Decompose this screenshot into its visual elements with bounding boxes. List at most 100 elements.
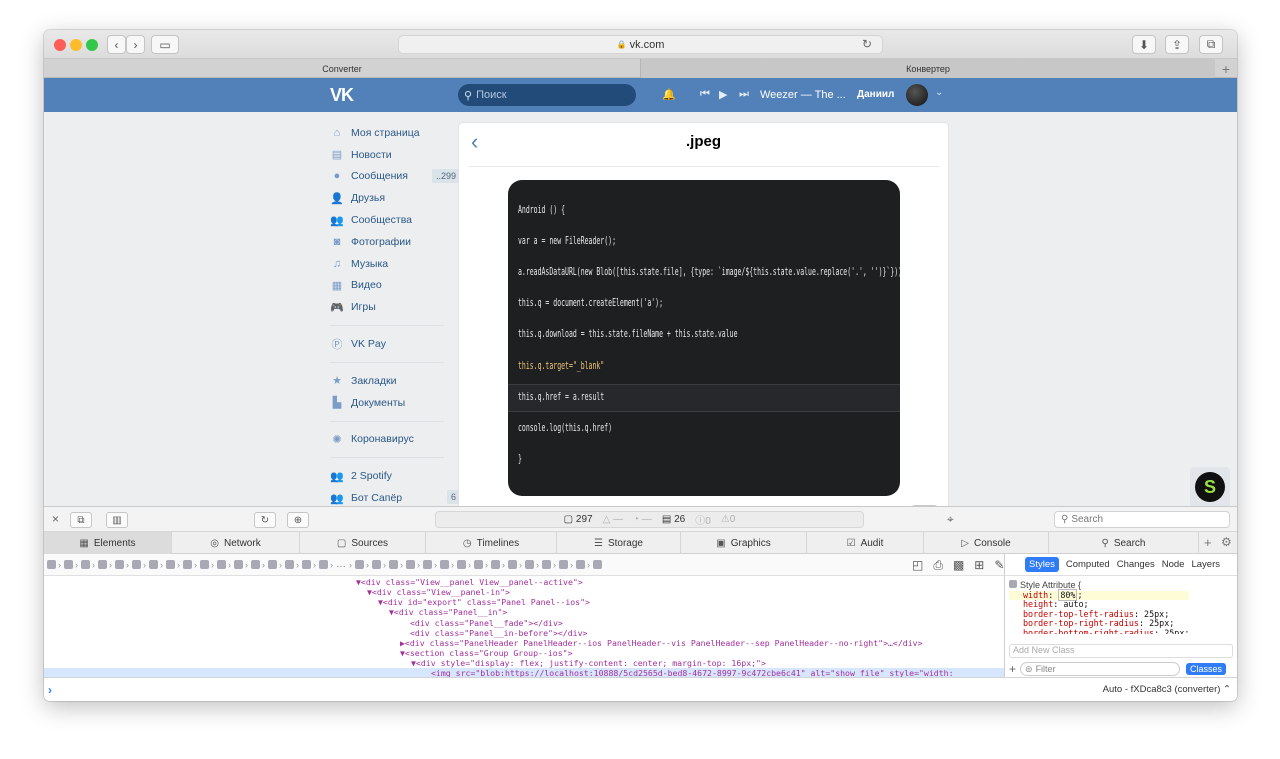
nav-item-my-page[interactable]: ⌂Моя страница <box>330 122 450 144</box>
appearance-icon[interactable]: ▩ <box>952 558 965 572</box>
tab-konverter[interactable]: Конвертер <box>640 59 1215 78</box>
grid-icon[interactable]: ⊞ <box>974 558 985 572</box>
reload-icon[interactable]: ↻ <box>861 37 872 51</box>
tab-converter[interactable]: Converter <box>44 59 640 78</box>
breadcrumb-ellipsis[interactable]: … <box>336 559 346 570</box>
breadcrumb-element[interactable] <box>576 560 585 569</box>
tab-storage[interactable]: ☰Storage <box>557 532 681 554</box>
play-icon[interactable]: ▶ <box>719 89 728 101</box>
dom-node[interactable]: ▼<div class="Panel__in"> <box>389 607 508 617</box>
app-widget[interactable]: S 8 👤 <box>1190 467 1230 506</box>
breadcrumb-element[interactable] <box>355 560 364 569</box>
nav-item-photos[interactable]: ◙Фотографии <box>330 231 450 253</box>
settings-button[interactable]: ⚙ <box>909 505 940 506</box>
new-tab-button[interactable]: + <box>1221 60 1231 77</box>
nav-item-documents[interactable]: ▙Документы <box>330 392 450 414</box>
breadcrumb-element[interactable] <box>183 560 192 569</box>
nav-item-bookmarks[interactable]: ★Закладки <box>330 370 450 392</box>
gear-icon[interactable]: ⚙ <box>1221 535 1232 549</box>
breadcrumb-element[interactable] <box>491 560 500 569</box>
breadcrumb-element[interactable] <box>389 560 398 569</box>
dom-node-selected[interactable]: <img src="blob:https://localhost:10888/5… <box>44 668 1004 677</box>
close-window-button[interactable] <box>54 39 66 51</box>
avatar[interactable] <box>906 84 928 106</box>
minimize-window-button[interactable] <box>70 39 82 51</box>
tab-computed[interactable]: Computed <box>1065 559 1110 570</box>
dock-side-button[interactable]: ▥ <box>106 512 128 528</box>
tab-node[interactable]: Node <box>1161 559 1185 570</box>
breadcrumb-element[interactable] <box>319 560 328 569</box>
breadcrumb-element[interactable] <box>268 560 277 569</box>
breadcrumb-element[interactable] <box>234 560 243 569</box>
close-icon[interactable]: × <box>52 512 60 526</box>
breadcrumb-element[interactable] <box>64 560 73 569</box>
user-name[interactable]: Даниил <box>857 89 895 100</box>
console-input-bar[interactable]: › Auto - fXDca8c3 (converter) ⌃ <box>44 677 1237 701</box>
sidebar-toggle-button[interactable]: ▭ <box>151 35 179 54</box>
previous-track-icon[interactable]: ⏮ <box>700 88 710 100</box>
devtools-search-input[interactable]: ⚲ Search <box>1054 511 1230 528</box>
breadcrumb-element[interactable] <box>457 560 466 569</box>
downloads-button[interactable]: ⬇ <box>1132 35 1156 54</box>
tabs-overview-button[interactable]: ⧉ <box>1199 35 1223 54</box>
breadcrumb-element[interactable] <box>525 560 534 569</box>
tab-graphics[interactable]: ▣Graphics <box>681 532 807 554</box>
style-prop[interactable]: height: auto; <box>1023 599 1089 609</box>
breadcrumb-element[interactable] <box>251 560 260 569</box>
style-prop[interactable]: border-top-right-radius: 25px; <box>1023 618 1175 628</box>
tab-sources[interactable]: ▢Sources <box>300 532 426 554</box>
tab-timelines[interactable]: ◷Timelines <box>426 532 557 554</box>
tab-search[interactable]: ⚲Search <box>1049 532 1199 554</box>
now-playing-title[interactable]: Weezer — The ... <box>760 89 846 101</box>
dom-node[interactable]: ▼<div style="display: flex; justify-cont… <box>411 658 766 668</box>
nav-item-news[interactable]: ▤Новости <box>330 144 450 166</box>
tab-network[interactable]: ◎Network <box>172 532 300 554</box>
undock-button[interactable]: ⧉ <box>70 512 92 528</box>
next-track-icon[interactable]: ⏭ <box>739 88 749 100</box>
breadcrumb-element[interactable] <box>474 560 483 569</box>
breadcrumb-element[interactable] <box>132 560 141 569</box>
breadcrumb-element[interactable] <box>115 560 124 569</box>
nav-item-spotify-app[interactable]: 👥2 Spotify <box>330 465 450 487</box>
errors-count[interactable]: ⓘ0 <box>695 516 711 527</box>
classes-toggle-button[interactable]: Classes <box>1186 663 1227 675</box>
resources-count[interactable]: ▢ 297 <box>563 514 593 525</box>
add-rule-button[interactable]: + <box>1009 662 1017 676</box>
layout-icon[interactable]: ◰ <box>912 558 924 572</box>
nav-item-communities[interactable]: 👥Сообщества <box>330 209 450 231</box>
breadcrumb-element[interactable] <box>440 560 449 569</box>
download-archive-button[interactable]: ⊕ <box>287 512 309 528</box>
dom-node[interactable]: ▼<div class="View__panel View__panel--ac… <box>356 577 583 587</box>
style-filter-input[interactable]: ⊜Filter <box>1020 662 1181 676</box>
tab-elements[interactable]: ▦Elements <box>44 532 172 554</box>
nav-item-games[interactable]: 🎮Игры <box>330 296 450 318</box>
back-nav-button[interactable]: ‹ <box>107 35 126 54</box>
breadcrumb-element[interactable] <box>423 560 432 569</box>
vk-logo[interactable]: VK <box>330 85 354 105</box>
address-bar[interactable]: 🔒 vk.com ↻ <box>398 35 883 54</box>
breadcrumb-element[interactable] <box>508 560 517 569</box>
breadcrumb-element[interactable] <box>593 560 602 569</box>
style-prop[interactable]: border-top-left-radius: 25px; <box>1023 608 1170 619</box>
dom-node[interactable]: ▼<div class="View__panel-in"> <box>367 587 510 597</box>
add-tab-button[interactable]: + <box>1204 535 1212 550</box>
dom-node[interactable]: ▼<div id="export" class="Panel Panel--io… <box>378 597 590 607</box>
nav-item-video[interactable]: ▦Видео <box>330 275 450 297</box>
tab-styles[interactable]: Styles <box>1025 557 1059 572</box>
dom-node[interactable]: ▶<div class="PanelHeader PanelHeader--io… <box>400 638 923 648</box>
back-button[interactable]: ‹ <box>471 129 478 155</box>
breadcrumb-element[interactable] <box>285 560 294 569</box>
crosshair-icon[interactable]: ⌖ <box>947 512 954 526</box>
dom-node[interactable]: ▼<section class="Group Group--ios"> <box>400 648 573 658</box>
tab-changes[interactable]: Changes <box>1116 559 1155 570</box>
warnings-count[interactable]: ⚠0 <box>720 514 736 525</box>
print-icon[interactable]: ⎙ <box>933 558 943 572</box>
tab-layers[interactable]: Layers <box>1191 559 1220 570</box>
breadcrumb-element[interactable] <box>372 560 381 569</box>
breadcrumb-element[interactable] <box>406 560 415 569</box>
breadcrumb-element[interactable] <box>149 560 158 569</box>
logs-count[interactable]: ▤ 26 <box>661 514 686 525</box>
breadcrumb-element[interactable] <box>200 560 209 569</box>
